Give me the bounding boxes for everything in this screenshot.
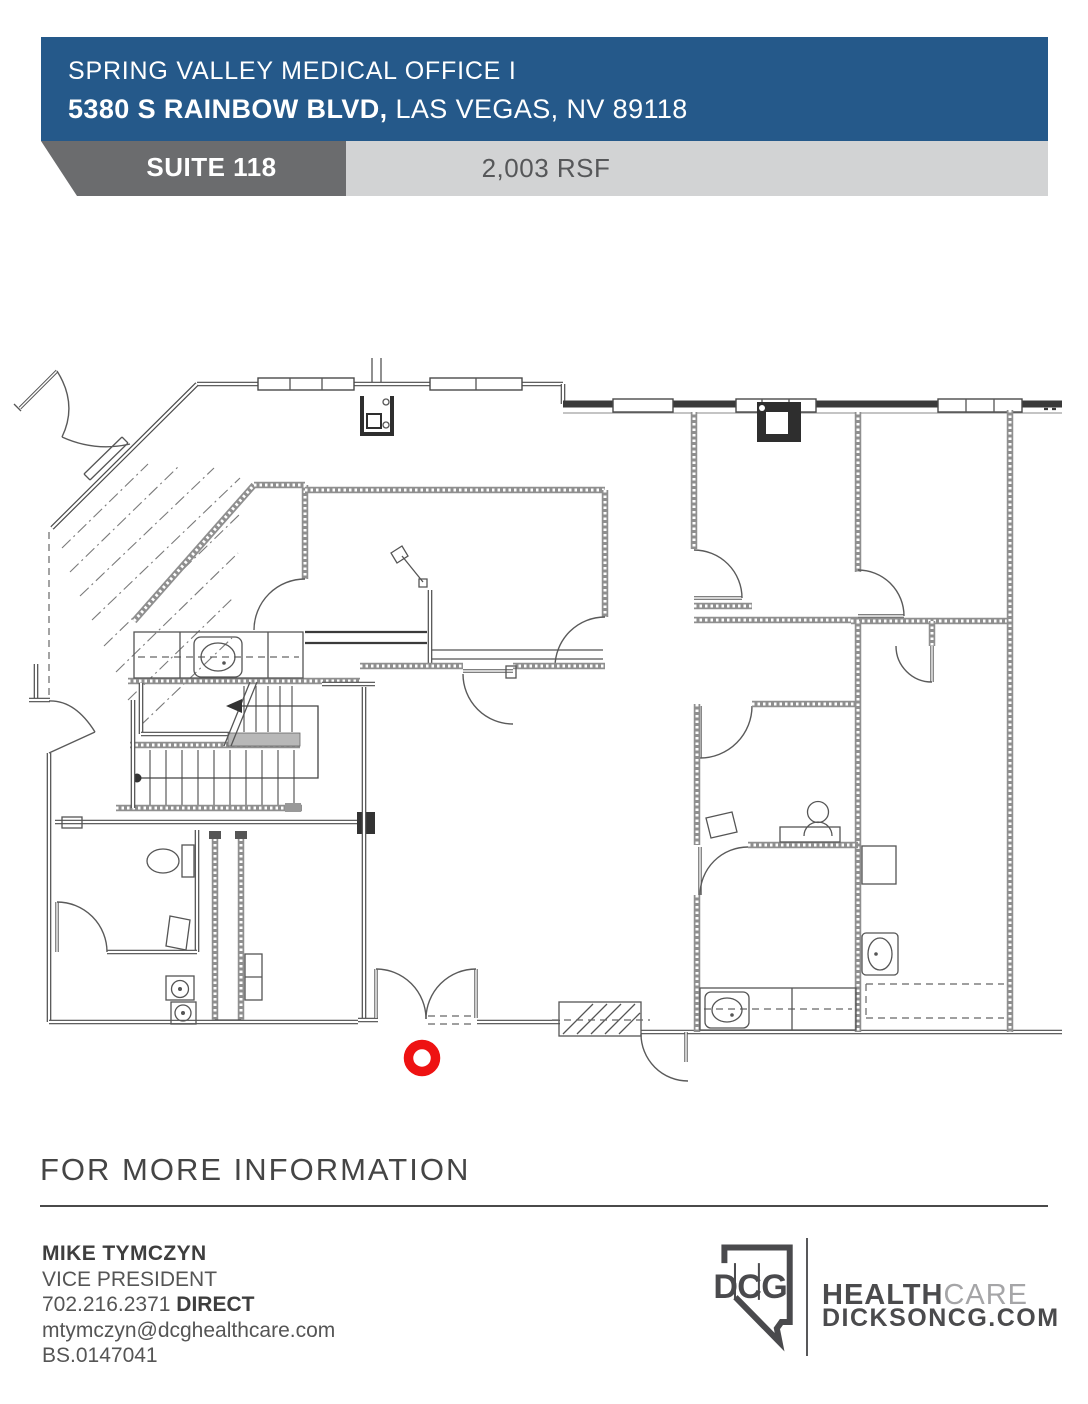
address-city: LAS VEGAS, NV 89118 — [387, 94, 688, 124]
contact-title: VICE PRESIDENT — [42, 1267, 218, 1291]
ramp-hatching — [61, 463, 241, 727]
corridor-walls — [55, 681, 375, 1022]
dcg-nevada-logo-icon: D C G — [713, 1244, 793, 1352]
stairwell — [116, 681, 319, 812]
windows — [83, 377, 1023, 481]
contact-phone: 702.216.2371 DIRECT — [42, 1293, 255, 1316]
suite-number: SUITE 118 — [146, 152, 277, 182]
phone-direct-label: DIRECT — [176, 1293, 255, 1316]
header-banner — [41, 37, 1048, 141]
suite-tab — [41, 141, 346, 196]
brand-care: CARE — [943, 1279, 1029, 1311]
restroom — [55, 830, 200, 955]
logo-letter-g: G — [761, 1268, 787, 1306]
logo-letter-c: C — [737, 1268, 762, 1306]
contact-license: BS.0147041 — [42, 1344, 158, 1367]
suite-entry-marker — [403, 1039, 441, 1077]
logo-divider — [806, 1238, 808, 1356]
exam-rooms — [690, 410, 1014, 1032]
building-address: 5380 S RAINBOW BLVD, LAS VEGAS, NV 89118 — [68, 94, 688, 125]
chase-and-desk — [165, 831, 263, 1025]
footer-heading: FOR MORE INFORMATION — [40, 1152, 471, 1187]
open-area — [305, 486, 609, 725]
suite-area: 2,003 RSF — [481, 153, 611, 183]
logo-letter-d: D — [713, 1268, 738, 1306]
exit-vestibule — [552, 1001, 689, 1082]
contact-block: MIKE TYMCZYN VICE PRESIDENT 702.216.2371… — [42, 1241, 335, 1369]
reception-room — [128, 481, 427, 685]
divider-rule — [40, 1205, 1048, 1207]
address-street: 5380 S RAINBOW BLVD, — [68, 94, 388, 124]
area-tab — [346, 141, 1048, 196]
contact-email: mtymczyn@dcghealthcare.com — [42, 1318, 336, 1342]
wall-fixtures — [360, 396, 801, 442]
building-name: SPRING VALLEY MEDICAL OFFICE I — [68, 57, 517, 85]
entry-double-doors — [358, 968, 478, 1025]
brand-health: HEALTH — [822, 1279, 944, 1311]
brand-wordmark: HEALTHCARE — [822, 1279, 1028, 1312]
contact-name: MIKE TYMCZYN — [42, 1242, 207, 1265]
office-rooms — [693, 621, 1004, 1032]
exterior-walls — [29, 358, 1062, 1035]
brand-website: DICKSONCG.COM — [822, 1304, 1060, 1332]
top-left-door — [13, 369, 131, 754]
